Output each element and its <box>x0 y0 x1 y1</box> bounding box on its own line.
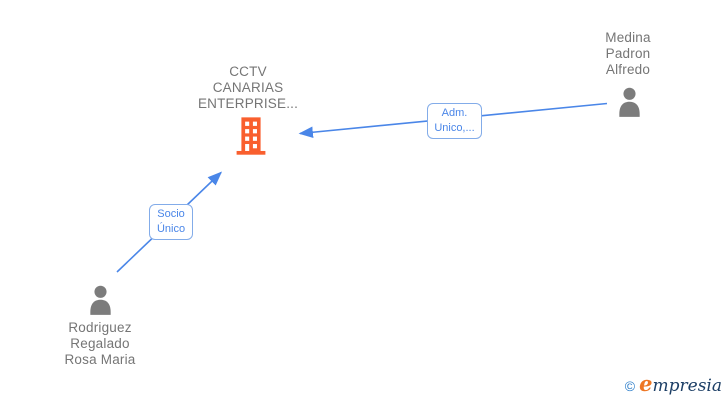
person-medina-name-line-2: Padron <box>605 46 651 61</box>
person-rodriguez-name-line-3: Rosa Maria <box>64 352 136 367</box>
company-building-icon[interactable] <box>235 115 267 156</box>
brand-first-letter: e <box>639 371 653 396</box>
person-rodriguez-label: Rodriguez Regalado Rosa Maria <box>40 320 160 368</box>
company-node-label: CCTV CANARIAS ENTERPRISE... <box>168 64 328 112</box>
brand-name: empresia <box>639 371 722 396</box>
person-medina-name-line-3: Alfredo <box>605 62 651 77</box>
edge-label-adm-unico-line-2: Unico,... <box>434 122 475 134</box>
edge-label-socio-unico-line-1: Socio <box>157 208 185 220</box>
person-rodriguez-name-line-1: Rodriguez <box>68 320 132 335</box>
person-medina-icon[interactable] <box>613 85 646 118</box>
empresia-logo[interactable]: © empresia <box>625 371 722 396</box>
edge-label-socio-unico[interactable]: Socio Único <box>149 204 193 240</box>
edge-label-adm-unico-line-1: Adm. <box>441 107 468 119</box>
company-name-line-1: CCTV <box>229 64 267 79</box>
brand-rest: mpresia <box>652 376 723 396</box>
person-medina-name-line-1: Medina <box>605 30 651 45</box>
person-rodriguez-name-line-2: Regalado <box>70 336 130 351</box>
copyright-icon: © <box>624 378 636 394</box>
person-medina-label: Medina Padron Alfredo <box>578 30 678 78</box>
company-name-line-3: ENTERPRISE... <box>197 96 299 111</box>
edge-label-socio-unico-line-2: Único <box>156 223 186 235</box>
edge-label-adm-unico[interactable]: Adm. Unico,... <box>427 103 482 139</box>
person-rodriguez-icon[interactable] <box>84 283 117 316</box>
company-name-line-2: CANARIAS <box>212 80 284 95</box>
